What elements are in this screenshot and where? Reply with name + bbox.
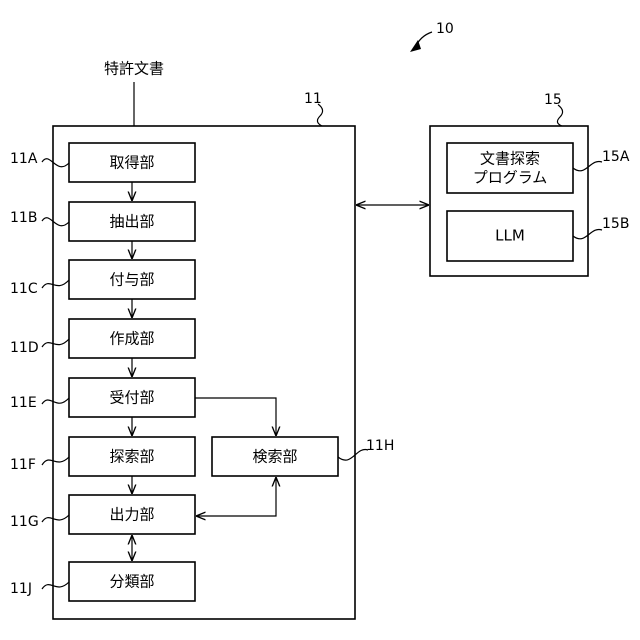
ref-11B: 11B bbox=[10, 210, 37, 226]
ref-11H: 11H bbox=[366, 438, 394, 454]
block-reception-label: 受付部 bbox=[109, 389, 154, 407]
block-exploration-label: 探索部 bbox=[109, 448, 154, 466]
block-search-label: 検索部 bbox=[252, 448, 297, 466]
ref-system-arrowhead bbox=[410, 40, 421, 52]
block-assignment-label: 付与部 bbox=[109, 271, 154, 289]
ref-11F: 11F bbox=[10, 457, 36, 473]
main-unit-ref-lead bbox=[317, 104, 322, 126]
block-output-label: 出力部 bbox=[109, 506, 154, 524]
ref-11E: 11E bbox=[10, 395, 37, 411]
ref-15B: 15B bbox=[602, 216, 629, 232]
input-label: 特許文書 bbox=[104, 60, 164, 78]
ref-system: 10 bbox=[436, 21, 454, 37]
block-classification-label: 分類部 bbox=[109, 573, 154, 591]
ref-15A: 15A bbox=[602, 149, 630, 165]
storage-unit-ref-lead bbox=[557, 105, 562, 126]
block-creation-label: 作成部 bbox=[109, 330, 154, 348]
ref-11J: 11J bbox=[10, 581, 32, 597]
ref-11G: 11G bbox=[10, 514, 39, 530]
ref-11A: 11A bbox=[10, 151, 38, 167]
block-acquisition-label: 取得部 bbox=[109, 154, 154, 172]
program-label-line2: プログラム bbox=[473, 169, 548, 187]
main-unit-frame bbox=[53, 126, 355, 619]
block-extraction-label: 抽出部 bbox=[109, 213, 154, 231]
ref-11D: 11D bbox=[10, 340, 39, 356]
ref-11C: 11C bbox=[10, 281, 38, 297]
llm-label: LLM bbox=[495, 227, 525, 245]
program-label-line1: 文書探索 bbox=[480, 150, 540, 168]
